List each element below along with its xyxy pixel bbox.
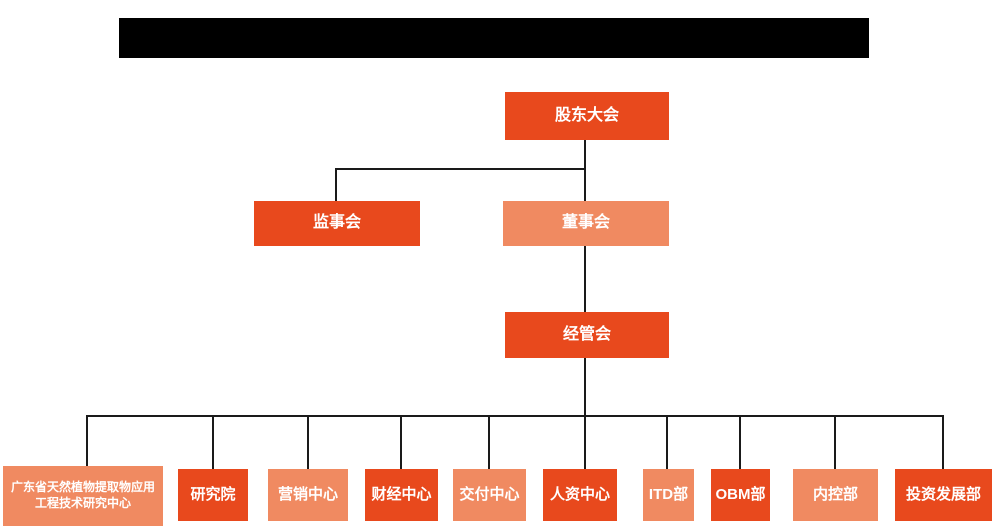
org-node-internal-control-department: 内控部 [793, 469, 878, 521]
org-node-investment-development-department: 投资发展部 [895, 469, 992, 521]
connector-line [666, 417, 668, 469]
org-node-label: 股东大会 [554, 106, 619, 124]
connector-line [584, 140, 586, 201]
org-node-label: 监事会 [312, 214, 361, 232]
org-node-marketing-center: 营销中心 [268, 469, 348, 521]
org-node-research-center: 广东省天然植物提取物应用工程技术研究中心 [3, 466, 163, 526]
org-node-hr-center: 人资中心 [543, 469, 617, 521]
connector-line [584, 358, 586, 416]
org-node-research-institute: 研究院 [178, 469, 248, 521]
org-node-label: 交付中心 [459, 486, 520, 504]
org-node-supervisory-board: 监事会 [254, 201, 420, 246]
org-node-delivery-center: 交付中心 [453, 469, 526, 521]
connector-line [400, 417, 402, 469]
org-node-label: 营销中心 [277, 486, 338, 504]
connector-line [212, 417, 214, 469]
connector-line [86, 415, 944, 417]
connector-line [335, 168, 586, 170]
org-node-finance-center: 财经中心 [365, 469, 438, 521]
redacted-title-bar [119, 18, 869, 58]
org-node-shareholders-meeting: 股东大会 [505, 92, 669, 140]
org-node-label: ITD部 [648, 486, 689, 504]
org-node-management-committee: 经管会 [505, 312, 669, 358]
connector-line [488, 417, 490, 469]
org-node-itd-department: ITD部 [643, 469, 694, 521]
connector-line [942, 417, 944, 469]
connector-line [307, 417, 309, 469]
org-node-label: 董事会 [561, 214, 610, 232]
org-node-board-of-directors: 董事会 [503, 201, 669, 246]
org-node-label: 财经中心 [371, 486, 432, 504]
org-node-label: 内控部 [812, 486, 858, 504]
org-node-label: 广东省天然植物提取物应用工程技术研究中心 [10, 480, 155, 510]
connector-line [834, 417, 836, 469]
org-node-obm-department: OBM部 [711, 469, 770, 521]
connector-line [739, 417, 741, 469]
org-node-label: OBM部 [715, 486, 766, 504]
org-node-label: 投资发展部 [905, 486, 981, 504]
connector-line [584, 246, 586, 312]
connector-line [86, 417, 88, 469]
connector-line [335, 170, 337, 201]
org-node-label: 经管会 [562, 325, 611, 343]
org-node-label: 研究院 [190, 486, 236, 504]
connector-line [584, 417, 586, 469]
org-node-label: 人资中心 [549, 486, 610, 504]
